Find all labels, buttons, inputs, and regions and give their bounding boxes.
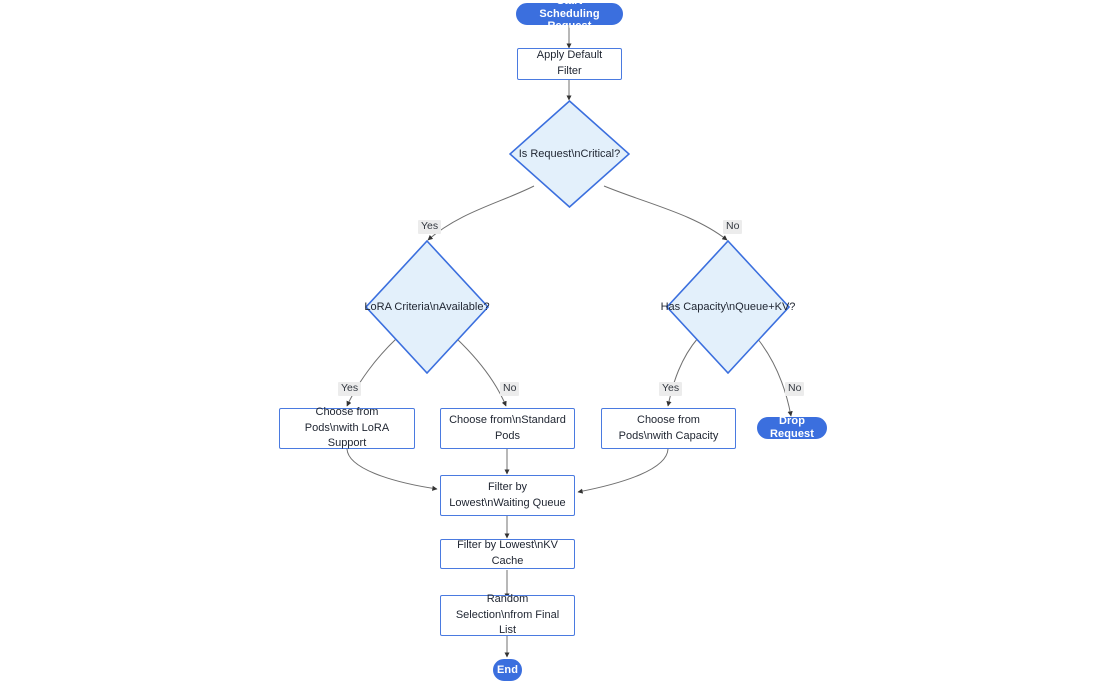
edge-label-yes-lora: Yes (338, 382, 362, 396)
node-random-selection-from-final-list[interactable]: Random Selection\nfrom Final List (440, 593, 575, 636)
edge-label-yes-critical: Yes (418, 220, 442, 234)
diamond-shape-icon (365, 240, 489, 374)
edge-pods-capacity-to-filter-queue (577, 448, 669, 494)
edge-label-yes-capacity: Yes (659, 382, 683, 396)
edge-label-no-lora: No (500, 382, 520, 396)
node-choose-standard-pods[interactable]: Choose from\nStandard Pods (440, 408, 575, 449)
node-choose-pods-with-capacity[interactable]: Choose from Pods\nwith Capacity (601, 408, 736, 449)
node-label: End (496, 663, 519, 676)
node-filter-by-lowest-waiting-queue[interactable]: Filter by Lowest\nWaiting Queue (440, 475, 575, 516)
node-label: Filter by Lowest\nKV Cache (457, 539, 558, 567)
node-label: Start Scheduling Request (539, 0, 600, 33)
node-label: Random Selection\nfrom Final List (455, 592, 560, 637)
node-choose-pods-with-lora-support[interactable]: Choose from Pods\nwith LoRA Support (279, 406, 415, 449)
node-filter-by-lowest-kv-cache[interactable]: Filter by Lowest\nKV Cache (440, 539, 575, 569)
node-label: LoRA Criteria\nAvailable? (364, 300, 490, 313)
node-apply-default-filter[interactable]: Apply Default Filter (517, 48, 622, 80)
diamond-shape-icon (509, 100, 630, 208)
node-label: Filter by Lowest\nWaiting Queue (449, 480, 566, 509)
node-label: Is Request\nCritical? (518, 147, 621, 160)
node-label: Choose from Pods\nwith LoRA Support (304, 405, 390, 450)
diamond-shape-icon (666, 240, 790, 374)
node-label: Choose from\nStandard Pods (449, 413, 566, 442)
node-label: Apply Default Filter (536, 49, 603, 77)
edge-label-no-critical: No (723, 220, 743, 234)
node-drop-request[interactable]: Drop Request (757, 415, 827, 440)
edge-pods-lora-to-filter-queue (346, 448, 438, 491)
node-label: Choose from Pods\nwith Capacity (618, 413, 719, 442)
node-has-capacity-queue-kv[interactable]: Has Capacity\nQueue+KV? (661, 240, 795, 374)
node-is-request-critical[interactable]: Is Request\nCritical? (509, 100, 630, 208)
node-label: Drop Request (769, 415, 815, 440)
node-lora-criteria-available[interactable]: LoRA Criteria\nAvailable? (364, 240, 490, 374)
node-label: Has Capacity\nQueue+KV? (660, 300, 796, 313)
edge-label-no-capacity: No (785, 382, 805, 396)
node-end[interactable]: End (493, 659, 522, 681)
node-start-scheduling-request[interactable]: Start Scheduling Request (516, 0, 623, 32)
